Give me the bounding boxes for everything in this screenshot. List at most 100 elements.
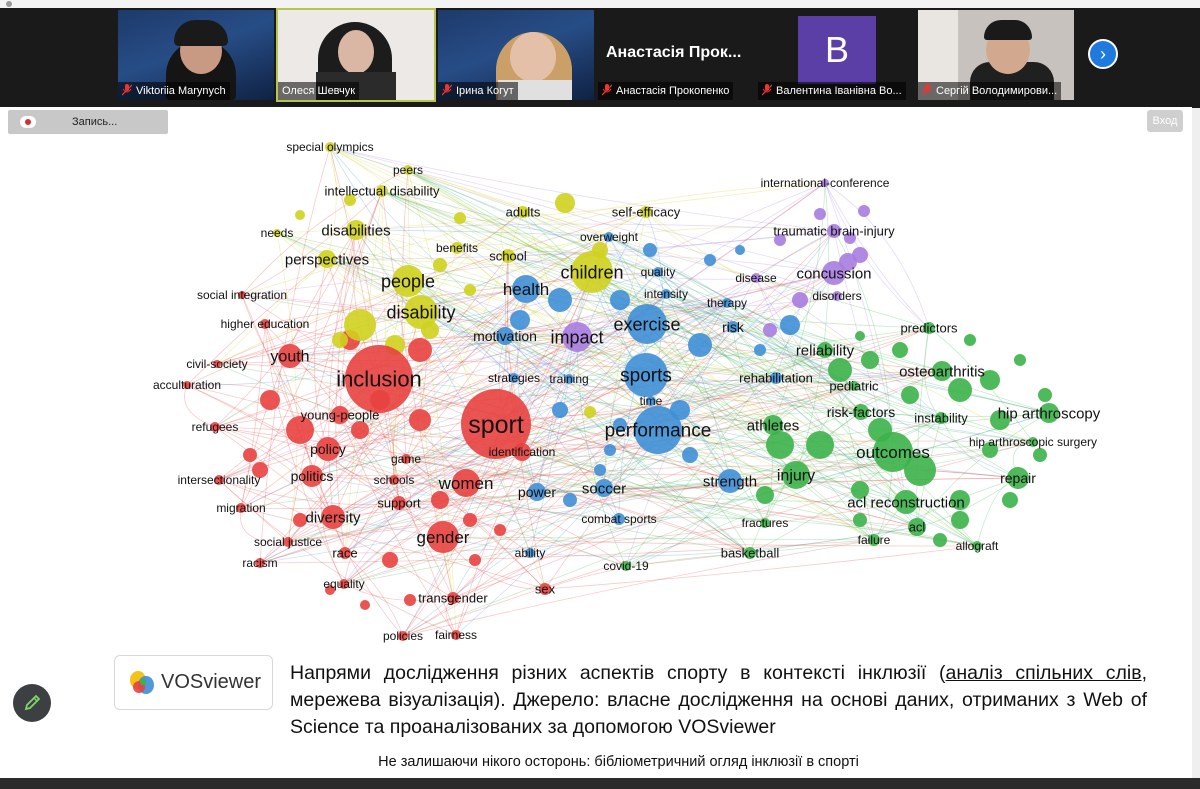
keyword-label: intersectionality: [178, 473, 261, 487]
network-link: [381, 190, 458, 249]
network-link: [407, 169, 907, 503]
network-node: [990, 410, 1010, 430]
network-link: [326, 258, 457, 636]
network-link: [218, 479, 457, 636]
network-link: [405, 288, 527, 460]
network-link: [186, 335, 506, 386]
network-link: [405, 349, 826, 460]
network-link: [764, 385, 855, 524]
network-link: [525, 211, 647, 290]
network-link: [328, 229, 357, 518]
network-node: [770, 372, 782, 384]
network-link: [517, 288, 538, 493]
keyword-label: youth: [270, 349, 309, 366]
network-link: [455, 323, 648, 636]
network-link: [544, 545, 978, 590]
network-link: [381, 190, 610, 238]
network-link: [339, 190, 383, 416]
network-link: [522, 211, 855, 387]
network-link: [495, 423, 766, 524]
network-node: [316, 437, 340, 461]
network-link: [343, 451, 523, 585]
network-link: [645, 211, 1034, 443]
network-link: [311, 411, 862, 477]
network-node: [513, 443, 531, 461]
network-node: [286, 416, 314, 444]
network-node: [604, 232, 614, 242]
keyword-label: therapy: [707, 296, 747, 310]
network-node: [1039, 403, 1059, 423]
keyword-label: identification: [489, 445, 556, 459]
participant-tile[interactable]: Viktoriia Marynych: [118, 10, 274, 100]
network-link: [398, 272, 835, 504]
keyword-label: civil-society: [186, 357, 247, 371]
network-node: [754, 344, 766, 356]
network-link: [311, 475, 404, 637]
keyword-label: benefits: [436, 241, 478, 255]
next-page-button[interactable]: ›: [1088, 39, 1118, 69]
network-link: [507, 227, 835, 257]
network-link: [657, 271, 875, 541]
network-link: [405, 455, 797, 476]
network-link: [259, 539, 875, 564]
network-node: [682, 447, 698, 463]
network-link: [507, 251, 659, 273]
participant-display-name: Анастасія Прок...: [606, 44, 742, 61]
network-link: [276, 232, 515, 379]
network-link: [407, 169, 546, 590]
network-node: [744, 547, 756, 559]
network-link: [276, 232, 422, 313]
network-link: [405, 458, 627, 567]
network-link: [343, 479, 395, 585]
network-link: [381, 190, 777, 379]
network-link: [186, 258, 328, 386]
network-node: [756, 486, 774, 504]
network-link: [456, 247, 578, 338]
network-link: [536, 230, 835, 493]
network-link: [645, 374, 1034, 443]
network-node: [552, 402, 568, 418]
network-node: [950, 490, 970, 510]
exit-button[interactable]: Вход: [1147, 110, 1183, 132]
recording-button[interactable]: Запись...: [8, 110, 168, 134]
network-node: [851, 481, 869, 499]
network-node: [1038, 388, 1052, 402]
keyword-label: inclusion: [336, 367, 422, 392]
network-node: [861, 351, 879, 369]
network-node: [792, 292, 808, 308]
keyword-label: strength: [703, 473, 757, 490]
network-link: [287, 349, 826, 543]
network-node: [461, 389, 531, 459]
network-node: [806, 431, 834, 459]
network-node: [255, 558, 265, 568]
network-link: [355, 229, 531, 554]
network-node: [213, 360, 221, 368]
keyword-label: equality: [323, 577, 364, 591]
participant-tile[interactable]: Ірина Когут: [438, 10, 594, 100]
network-link: [344, 552, 404, 637]
network-node: [853, 513, 867, 527]
keyword-label: pediatric: [829, 379, 879, 394]
participant-tile[interactable]: B Валентина Іванівна Во...: [758, 10, 914, 100]
participant-tile[interactable]: Анастасія Прок... Анастасія Прокопенко: [598, 10, 754, 100]
annotate-button[interactable]: [13, 684, 51, 722]
keyword-label: refugees: [192, 420, 239, 434]
network-link: [420, 311, 570, 380]
network-link: [513, 377, 620, 520]
network-link: [344, 336, 578, 554]
network-node: [923, 322, 935, 334]
caption-text: Напрями дослідження різних аспектів спор…: [290, 662, 946, 684]
participant-name: Сергій Володимирови...: [918, 82, 1062, 100]
network-link: [749, 539, 875, 554]
participant-tile[interactable]: Сергій Володимирови...: [918, 10, 1074, 100]
keyword-label: predictors: [900, 321, 958, 336]
keyword-label: acculturation: [153, 378, 221, 392]
network-node: [210, 422, 220, 432]
network-link: [329, 146, 734, 328]
network-link: [381, 190, 593, 273]
participant-tile[interactable]: Олеся Шевчук: [276, 8, 436, 102]
network-node: [376, 185, 388, 197]
keyword-label: sport: [468, 411, 524, 439]
network-link: [329, 146, 835, 232]
network-link: [442, 536, 875, 541]
